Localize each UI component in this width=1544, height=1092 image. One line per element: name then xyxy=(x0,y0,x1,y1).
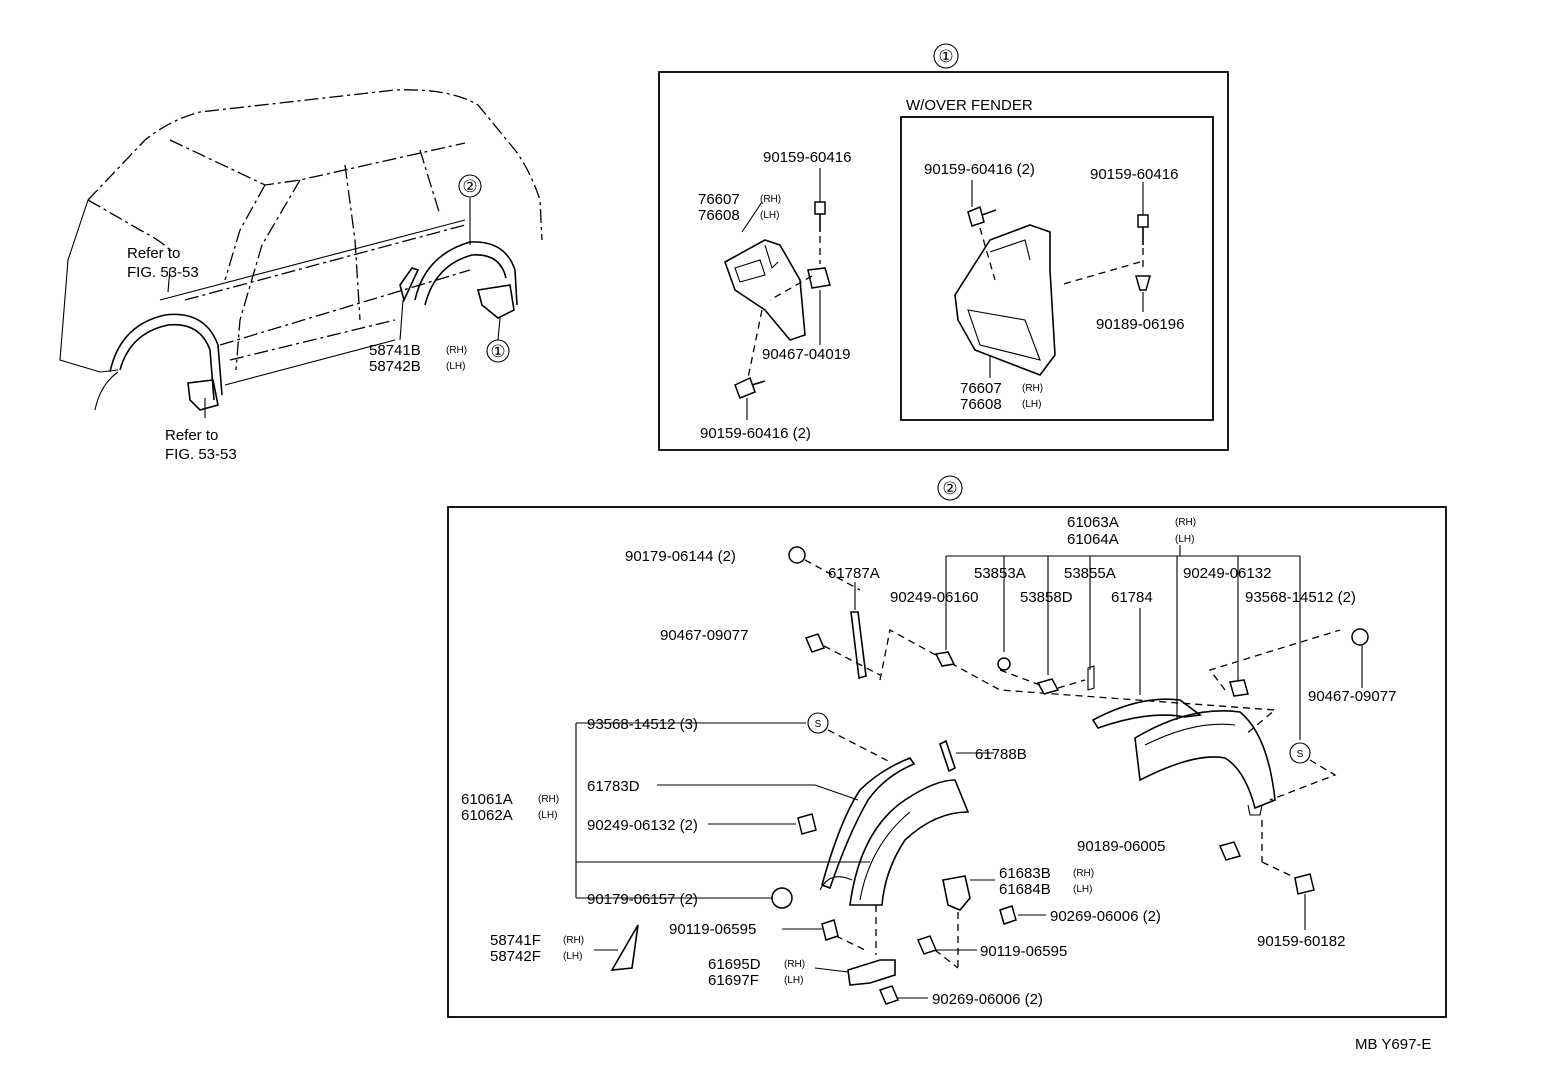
label-61787A: 61787A xyxy=(828,565,880,582)
label-90159-60416-a: 90159-60416 xyxy=(763,149,851,166)
label-90249-06132-2: 90249-06132 (2) xyxy=(587,817,698,834)
refer-front-line2: FIG. 53-53 xyxy=(127,264,199,281)
label-90189-06196: 90189-06196 xyxy=(1096,316,1184,333)
panel2-frame xyxy=(447,506,1447,1018)
label-61063A: 61063A xyxy=(1067,514,1119,531)
label-58742F: 58742F xyxy=(490,948,541,965)
label-90179-06157: 90179-06157 (2) xyxy=(587,891,698,908)
label-58741B: 58741B xyxy=(369,342,421,359)
panel2-callout: ② xyxy=(942,479,957,498)
label-90119-06595-a: 90119-06595 xyxy=(669,921,756,938)
label-61784: 61784 xyxy=(1111,589,1153,606)
label-90189-06005: 90189-06005 xyxy=(1077,838,1165,855)
label-90467-09077-right: 90467-09077 xyxy=(1308,688,1396,705)
label-58742F-lh: (LH) xyxy=(563,951,582,962)
label-58741F-rh: (RH) xyxy=(563,935,584,946)
vehicle-sketch xyxy=(59,89,543,418)
refer-rear-line1: Refer to xyxy=(165,427,218,444)
label-61683B: 61683B xyxy=(999,865,1051,882)
label-90269-06006-b: 90269-06006 (2) xyxy=(932,991,1043,1008)
panel2-rear-assembly xyxy=(788,545,1369,930)
label-90249-06160: 90249-06160 xyxy=(890,589,978,606)
label-90159-60182: 90159-60182 xyxy=(1257,933,1345,950)
s-mark-left: S xyxy=(815,719,822,730)
over-fender-title: W/OVER FENDER xyxy=(906,97,1033,114)
label-53858D: 53858D xyxy=(1020,589,1073,606)
over-fender-frame xyxy=(900,116,1214,421)
diagram-code: MB Y697-E xyxy=(1355,1036,1431,1053)
label-61064A: 61064A xyxy=(1067,531,1119,548)
label-61062A: 61062A xyxy=(461,807,513,824)
label-90269-06006-a: 90269-06006 (2) xyxy=(1050,908,1161,925)
label-58741F: 58741F xyxy=(490,932,541,949)
label-93568-14512-left: 93568-14512 (3) xyxy=(587,716,698,733)
label-90467-09077-left: 90467-09077 xyxy=(660,627,748,644)
label-76608-a: 76608 xyxy=(698,207,740,224)
panel1-frame xyxy=(658,71,1229,451)
label-76608-b: 76608 xyxy=(960,396,1002,413)
panel2-front-assembly xyxy=(575,712,1046,1005)
label-61684B-lh: (LH) xyxy=(1073,884,1092,895)
label-58742B: 58742B xyxy=(369,358,421,375)
label-61695D-rh: (RH) xyxy=(784,959,805,970)
label-61697F: 61697F xyxy=(708,972,759,989)
panel1-callout-circle xyxy=(933,43,959,69)
panel1-right-assembly xyxy=(954,180,1151,378)
label-61697F-lh: (LH) xyxy=(784,975,803,986)
label-90159-60416-b: 90159-60416 (2) xyxy=(700,425,811,442)
label-61684B: 61684B xyxy=(999,881,1051,898)
label-58742B-lh: (LH) xyxy=(446,361,465,372)
vehicle-callout-1: ① xyxy=(490,342,505,361)
label-90159-60416-c: 90159-60416 (2) xyxy=(924,161,1035,178)
label-58741B-rh: (RH) xyxy=(446,345,467,356)
label-53855A: 53855A xyxy=(1064,565,1116,582)
label-61061A: 61061A xyxy=(461,791,513,808)
label-76608-b-lh: (LH) xyxy=(1022,399,1041,410)
label-76607-b-rh: (RH) xyxy=(1022,383,1043,394)
refer-front-line1: Refer to xyxy=(127,245,180,262)
vehicle-callout-2: ② xyxy=(462,177,477,196)
label-61063A-rh: (RH) xyxy=(1175,517,1196,528)
label-90249-06132: 90249-06132 xyxy=(1183,565,1271,582)
s-mark-right: S xyxy=(1297,749,1304,760)
panel1-left-assembly xyxy=(724,168,831,420)
label-61695D: 61695D xyxy=(708,956,761,973)
label-61683B-rh: (RH) xyxy=(1073,868,1094,879)
label-76607-a: 76607 xyxy=(698,191,740,208)
label-90179-06144: 90179-06144 (2) xyxy=(625,548,736,565)
panel1-callout: ① xyxy=(938,47,953,66)
label-90159-60416-d: 90159-60416 xyxy=(1090,166,1178,183)
panel2-callout-circle xyxy=(937,475,963,501)
label-90119-06595-b: 90119-06595 xyxy=(980,943,1067,960)
label-61064A-lh: (LH) xyxy=(1175,534,1194,545)
refer-rear-line2: FIG. 53-53 xyxy=(165,446,237,463)
label-53853A: 53853A xyxy=(974,565,1026,582)
label-61061A-rh: (RH) xyxy=(538,794,559,805)
label-76608-a-lh: (LH) xyxy=(760,210,779,221)
label-76607-a-rh: (RH) xyxy=(760,194,781,205)
label-61783D: 61783D xyxy=(587,778,640,795)
label-61788B: 61788B xyxy=(975,746,1027,763)
label-90467-04019: 90467-04019 xyxy=(762,346,850,363)
label-93568-14512-right: 93568-14512 (2) xyxy=(1245,589,1356,606)
label-61062A-lh: (LH) xyxy=(538,810,557,821)
label-76607-b: 76607 xyxy=(960,380,1002,397)
